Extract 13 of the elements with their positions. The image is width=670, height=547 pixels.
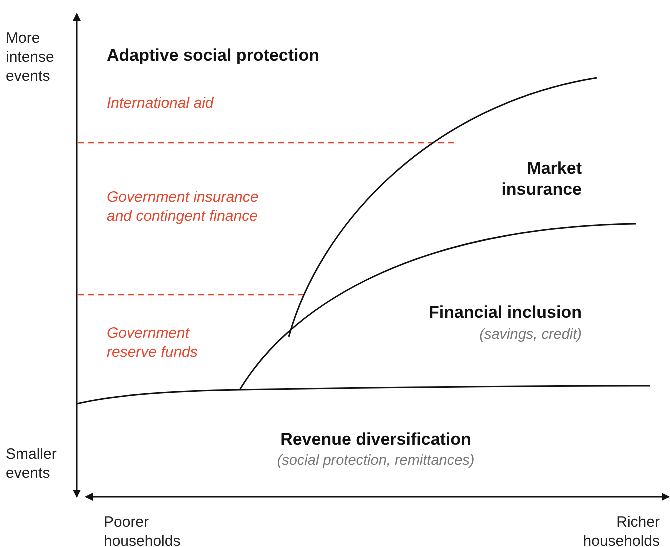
axis-label: Poorer households: [104, 514, 182, 547]
axis-label: Richer households: [582, 514, 660, 547]
instrument-label: International aid: [107, 95, 215, 114]
region-label: Financial inclusion: [428, 302, 582, 324]
note-text: (savings, credit): [478, 326, 582, 344]
region-label: Adaptive social protection: [107, 45, 321, 66]
region-label: Revenue diversification: [280, 429, 472, 450]
region-label: Market insurance: [500, 158, 582, 200]
instrument-label: Government reserve funds: [107, 325, 199, 362]
note-text: (social protection, remittances): [276, 452, 476, 470]
axis-label: Smaller events: [6, 446, 58, 484]
instrument-label: Government insurance and contingent finance: [107, 189, 260, 226]
axis-label: More intense events: [6, 30, 56, 86]
